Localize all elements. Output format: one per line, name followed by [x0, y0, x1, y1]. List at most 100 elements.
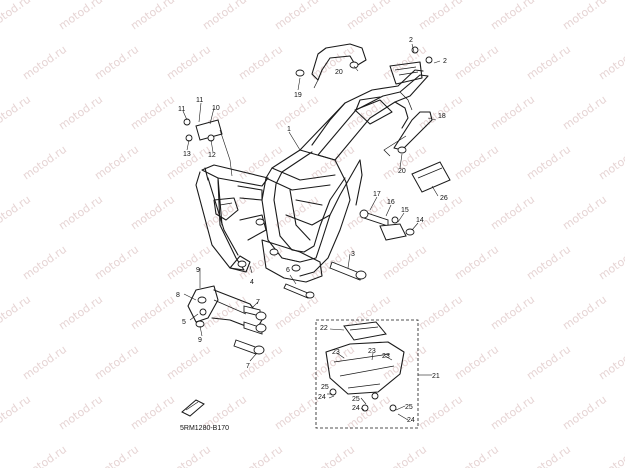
- watermark-text: motod.ru: [524, 143, 573, 183]
- callout-16: 16: [387, 199, 395, 206]
- watermark-text: motod.ru: [56, 193, 105, 233]
- watermark-text: motod.ru: [236, 443, 285, 468]
- watermark-text: motod.ru: [524, 343, 573, 383]
- callout-12: 12: [208, 152, 216, 159]
- watermark-text: motod.ru: [164, 243, 213, 283]
- watermark-text: motod.ru: [20, 443, 69, 468]
- watermark-text: motod.ru: [0, 393, 33, 433]
- callout-20: 20: [398, 168, 406, 175]
- watermark-text: motod.ru: [452, 443, 501, 468]
- watermark-text: motod.ru: [488, 193, 537, 233]
- watermark-text: motod.ru: [92, 443, 141, 468]
- rear-grab-bracket: [295, 43, 367, 89]
- callout-17: 17: [373, 191, 381, 198]
- watermark-text: motod.ru: [128, 193, 177, 233]
- diagram-code: 5RM1280-B170: [180, 425, 229, 432]
- watermark-text: motod.ru: [560, 193, 609, 233]
- callout-14: 14: [416, 217, 424, 224]
- callout-10: 10: [212, 105, 220, 112]
- watermark-text: motod.ru: [380, 243, 429, 283]
- lower-engine-bracket: [187, 285, 267, 355]
- callout-1: 1: [287, 126, 291, 133]
- callout-7: 7: [256, 299, 260, 306]
- leader-lines: [182, 43, 441, 421]
- callout-22: 22: [320, 325, 328, 332]
- headlight-bracket: [183, 118, 233, 177]
- callout-5: 5: [182, 319, 186, 326]
- callout-11: 11: [196, 97, 203, 104]
- watermark-text: motod.ru: [164, 43, 213, 83]
- callout-25: 25: [405, 404, 413, 411]
- watermark-text: motod.ru: [488, 0, 537, 32]
- watermark-text: motod.ru: [272, 293, 321, 333]
- watermark-text: motod.ru: [596, 443, 625, 468]
- watermark-text: motod.ru: [272, 393, 321, 433]
- watermark-text: motod.ru: [92, 143, 141, 183]
- callout-25: 25: [321, 384, 329, 391]
- watermark-text: motod.ru: [380, 343, 429, 383]
- watermark-text: motod.ru: [596, 143, 625, 183]
- watermark-text: motod.ru: [92, 243, 141, 283]
- callout-23: 23: [382, 353, 390, 360]
- watermark-text: motod.ru: [272, 193, 321, 233]
- watermark-text: motod.ru: [0, 293, 33, 333]
- callout-11: 11: [178, 106, 185, 113]
- callout-9: 9: [198, 337, 202, 344]
- callout-26: 26: [440, 195, 448, 202]
- callout-24: 24: [352, 405, 360, 412]
- callout-4: 4: [250, 279, 254, 286]
- watermark-text: motod.ru: [0, 0, 33, 32]
- watermark-text: motod.ru: [560, 93, 609, 133]
- through-bolt: [329, 261, 367, 281]
- watermark-text: motod.ru: [128, 93, 177, 133]
- callout-23: 23: [332, 349, 340, 356]
- callout-21: 21: [432, 373, 440, 380]
- main-frame: [195, 61, 429, 283]
- watermark-text: motod.ru: [200, 293, 249, 333]
- watermark-text: motod.ru: [92, 343, 141, 383]
- callout-23: 23: [368, 348, 376, 355]
- watermark-text: motod.ru: [128, 0, 177, 32]
- watermark-text: motod.ru: [0, 93, 33, 133]
- watermark-text: motod.ru: [452, 343, 501, 383]
- callout-15: 15: [401, 207, 409, 214]
- watermark-text: motod.ru: [308, 443, 357, 468]
- engine-mount-hardware: [359, 209, 415, 241]
- watermark-text: motod.ru: [128, 393, 177, 433]
- watermark-text: motod.ru: [200, 0, 249, 32]
- rubber-pad: [411, 161, 451, 193]
- watermark-text: motod.ru: [524, 443, 573, 468]
- callout-13: 13: [183, 151, 191, 158]
- callout-6: 6: [286, 267, 290, 274]
- watermark-text: motod.ru: [20, 143, 69, 183]
- watermark-text: motod.ru: [488, 293, 537, 333]
- callout-labels: 1 2 2 3 4 5 6 7 7 8 9 9 10 11 11 12 13 1…: [176, 37, 448, 424]
- callout-24: 24: [318, 394, 326, 401]
- callout-20: 20: [335, 69, 343, 76]
- watermark-text: motod.ru: [452, 243, 501, 283]
- watermark-text: motod.ru: [56, 0, 105, 32]
- watermark-text: motod.ru: [488, 93, 537, 133]
- watermark-text: motod.ru: [416, 293, 465, 333]
- side-bracket: [383, 111, 433, 157]
- callout-18: 18: [438, 113, 446, 120]
- callout-2: 2: [409, 37, 413, 44]
- watermark-text: motod.ru: [416, 0, 465, 32]
- watermark-text: motod.ru: [560, 393, 609, 433]
- watermark-text: motod.ru: [56, 293, 105, 333]
- mount-bolts: [237, 218, 315, 299]
- watermark-text: motod.ru: [380, 443, 429, 468]
- watermark-text: motod.ru: [128, 293, 177, 333]
- callout-24: 24: [407, 417, 415, 424]
- watermark-text: motod.ru: [596, 43, 625, 83]
- watermark-text: motod.ru: [20, 43, 69, 83]
- watermark-text: motod.ru: [164, 443, 213, 468]
- watermark-text: motod.ru: [560, 0, 609, 32]
- callout-25: 25: [352, 396, 360, 403]
- watermark-text: motod.ru: [344, 0, 393, 32]
- watermark-text: motod.ru: [596, 243, 625, 283]
- watermark-text: motod.ru: [236, 43, 285, 83]
- watermark-text: motod.ru: [92, 43, 141, 83]
